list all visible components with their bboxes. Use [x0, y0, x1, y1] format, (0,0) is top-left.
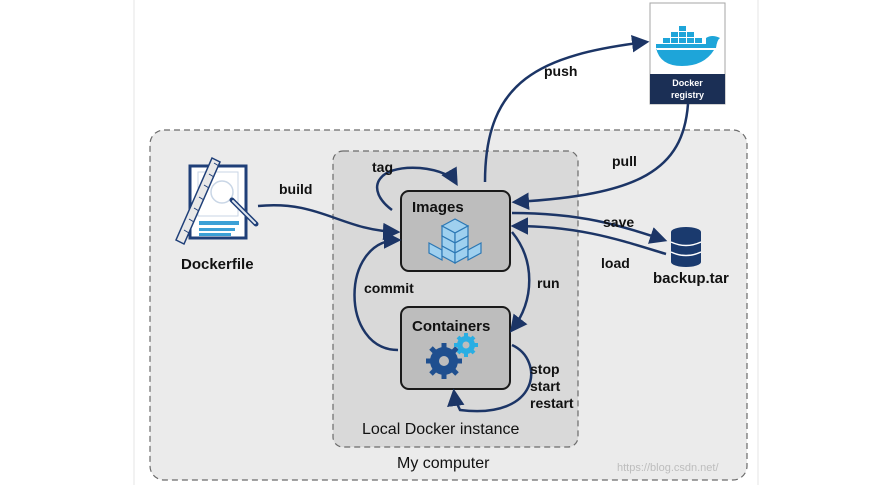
docker-whale-icon — [656, 26, 720, 66]
my-computer-label: My computer — [397, 455, 490, 472]
pull-label: pull — [612, 153, 637, 169]
stop-start-restart-arrow — [447, 343, 533, 413]
images-label: Images — [412, 199, 464, 216]
stop-label: stop — [530, 361, 560, 377]
registry-label: Docker registry — [650, 77, 725, 101]
dockerfile-blueprint-icon — [175, 156, 259, 246]
watermark: https://blog.csdn.net/ — [617, 462, 719, 474]
local-docker-instance-label: Local Docker instance — [362, 421, 520, 438]
containers-label: Containers — [412, 318, 491, 335]
gears-icon — [426, 333, 478, 379]
save-arrow — [511, 211, 668, 244]
load-label: load — [601, 255, 630, 271]
push-arrow — [483, 35, 650, 183]
registry-label-line1: Docker — [672, 78, 703, 88]
push-label: push — [544, 63, 578, 79]
dockerfile-label: Dockerfile — [181, 256, 254, 273]
start-label: start — [530, 378, 561, 394]
build-arrow — [257, 203, 401, 241]
commit-arrow — [353, 231, 402, 352]
load-arrow — [510, 217, 667, 256]
restart-label: restart — [530, 395, 574, 411]
database-icon — [670, 227, 702, 267]
tag-arrow — [375, 166, 458, 212]
save-label: save — [603, 214, 635, 230]
build-label: build — [279, 181, 313, 197]
tag-label: tag — [372, 159, 393, 175]
registry-label-line2: registry — [670, 90, 705, 100]
run-label: run — [537, 275, 560, 291]
cubes-pyramid-icon — [428, 218, 482, 265]
run-arrow — [509, 231, 531, 333]
commit-label: commit — [364, 280, 414, 296]
backup-label: backup.tar — [653, 270, 729, 287]
pull-arrow — [511, 103, 690, 210]
